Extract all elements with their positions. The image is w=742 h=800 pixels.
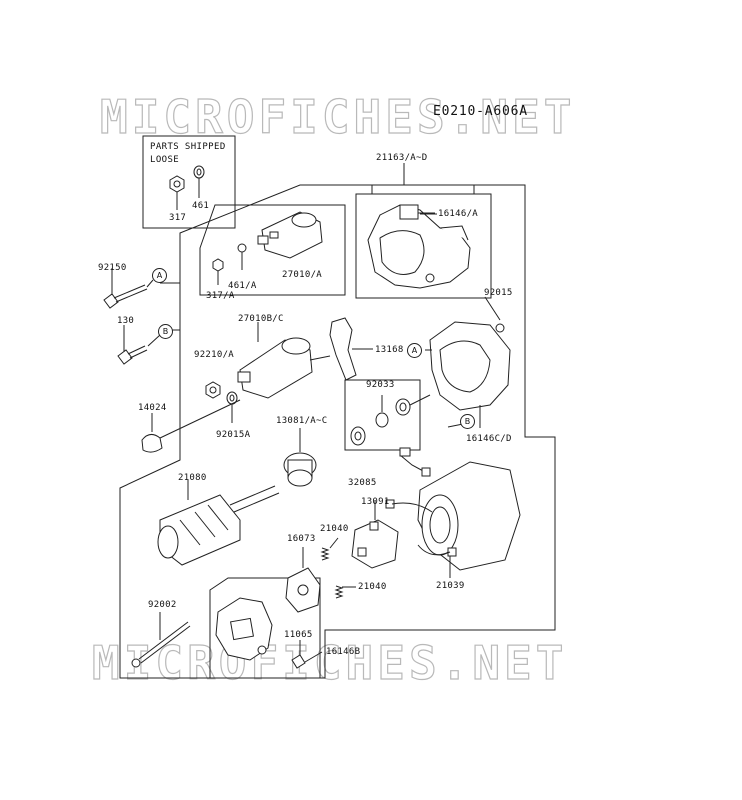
label-16146a: 16146/A	[438, 209, 479, 219]
cap-14024	[141, 413, 163, 453]
loose-parts-box	[142, 135, 236, 229]
label-14024: 14024	[138, 403, 167, 413]
label-16073: 16073	[287, 534, 316, 544]
loose-nut-317	[169, 175, 185, 210]
label-92002: 92002	[148, 600, 177, 610]
plate-16073	[285, 547, 321, 613]
label-21040-upper: 21040	[320, 524, 349, 534]
through-bolt-92002	[131, 612, 191, 668]
clutch-13081	[283, 428, 317, 487]
armature-21080	[157, 480, 280, 566]
loose-parts-line1: PARTS SHIPPED	[150, 142, 226, 152]
label-92150: 92150	[98, 263, 127, 273]
label-92210a: 92210/A	[194, 350, 235, 360]
label-92015: 92015	[484, 288, 513, 298]
watermark-top: MICROFICHES.NET	[99, 89, 576, 144]
label-27010a: 27010/A	[282, 270, 323, 280]
label-130: 130	[117, 316, 135, 326]
bolt-130	[117, 325, 161, 365]
label-32085: 32085	[348, 478, 377, 488]
brush-holder-13091	[351, 500, 399, 569]
snap-ring-92033	[375, 395, 389, 428]
shift-lever-13168	[329, 317, 373, 381]
callout-b-left: B	[158, 324, 173, 339]
assembly-frame	[119, 184, 556, 679]
pinion-part-32085	[350, 426, 366, 446]
housing-assembly-box	[355, 193, 492, 299]
label-27010bc: 27010B/C	[238, 314, 284, 324]
label-16146b: 16146B	[326, 647, 361, 657]
label-317: 317	[169, 213, 187, 223]
label-317a: 317/A	[206, 291, 235, 301]
stop-collar	[395, 394, 431, 416]
rear-cover-box	[209, 577, 321, 679]
nut-92210a	[205, 381, 221, 399]
label-21080: 21080	[178, 473, 207, 483]
washer-92015a	[226, 391, 238, 423]
label-92033: 92033	[366, 380, 395, 390]
callout-b-right: B	[460, 414, 475, 429]
label-461a: 461/A	[228, 281, 257, 291]
diagram-code: E0210-A606A	[433, 104, 528, 119]
bolt-92150	[103, 268, 154, 309]
yoke-21039	[385, 447, 521, 578]
front-housing-16146cd	[425, 321, 511, 428]
loose-parts-line2: LOOSE	[150, 155, 180, 165]
label-92015a: 92015A	[216, 430, 251, 440]
spring-21040-lower	[334, 585, 356, 599]
label-13168: 13168	[375, 345, 404, 355]
watermark-bottom: MICROFICHES.NET	[91, 635, 568, 690]
label-13091: 13091	[361, 497, 390, 507]
label-21040-lower: 21040	[358, 582, 387, 592]
solenoid-27010a	[212, 211, 323, 285]
solenoid-27010bc	[237, 322, 331, 399]
label-13081: 13081/A~C	[276, 416, 328, 426]
rear-cover-16146b	[215, 597, 323, 669]
loose-washer-461	[193, 165, 205, 198]
callout-a-right: A	[407, 343, 422, 358]
label-21163: 21163/A~D	[376, 153, 428, 163]
solenoid-kit-box	[199, 204, 346, 296]
spring-21040-upper	[320, 537, 339, 561]
pinion-parts-box	[344, 379, 421, 451]
label-16146cd: 16146C/D	[466, 434, 512, 444]
starter-housing-upper	[367, 204, 471, 289]
label-461: 461	[192, 201, 210, 211]
label-11065: 11065	[284, 630, 313, 640]
label-21039: 21039	[436, 581, 465, 591]
callout-a-left: A	[152, 268, 167, 283]
loose-parts-title: PARTS SHIPPED LOOSE	[150, 141, 226, 167]
